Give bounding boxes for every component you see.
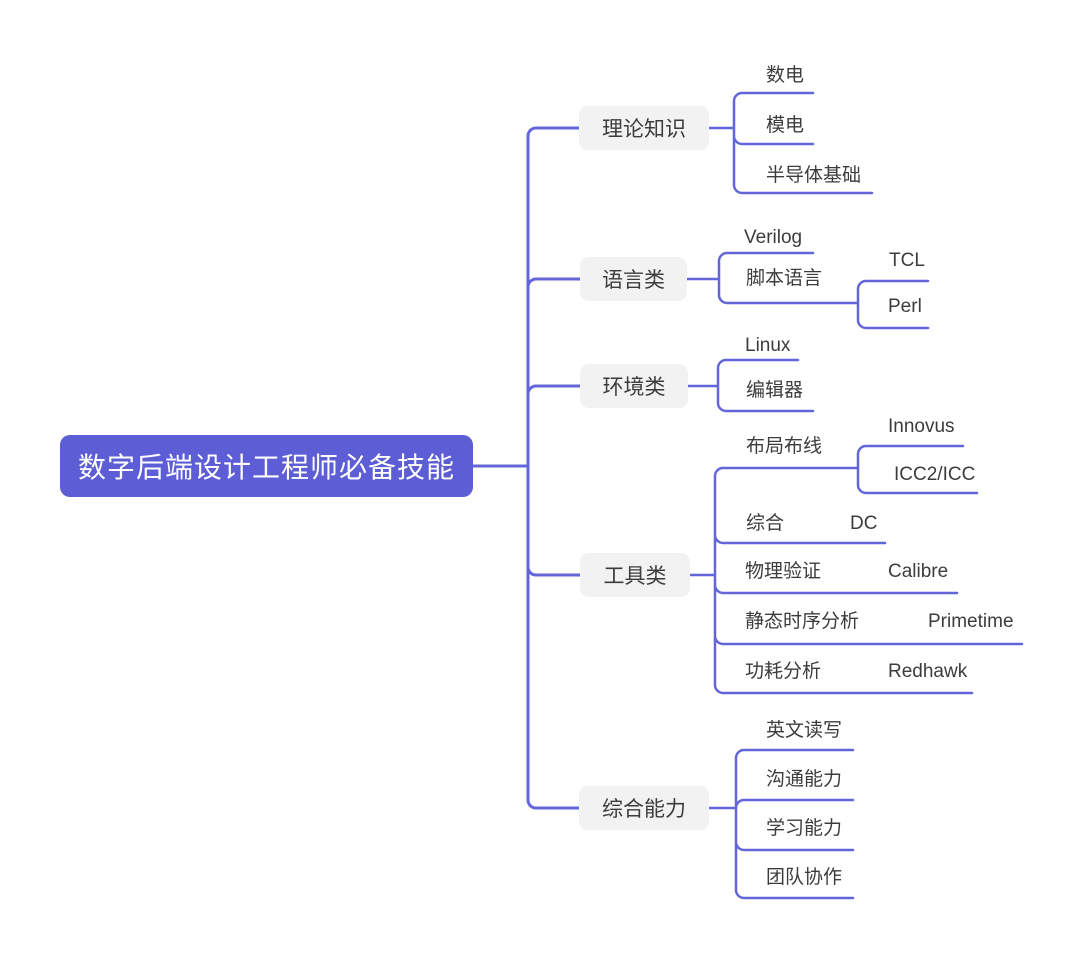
root-node[interactable]: 数字后端设计工程师必备技能 <box>60 435 473 497</box>
language-branch-connector <box>685 251 930 330</box>
topic-primetime[interactable]: Primetime <box>928 611 1014 632</box>
topic-icc2-icc[interactable]: ICC2/ICC <box>894 464 976 485</box>
topic-tcl[interactable]: TCL <box>889 250 925 271</box>
spine-connector <box>471 126 582 810</box>
environment-branch-connector <box>686 358 815 413</box>
topic-physical-verification[interactable]: 物理验证 <box>745 561 822 582</box>
topic-digital-electronics[interactable]: 数电 <box>766 65 805 86</box>
topic-linux[interactable]: Linux <box>745 335 791 356</box>
branch-languages[interactable]: 语言类 <box>580 257 687 301</box>
topic-analog-electronics[interactable]: 模电 <box>766 115 805 136</box>
branch-theory-knowledge[interactable]: 理论知识 <box>579 106 709 150</box>
topic-verilog[interactable]: Verilog <box>744 227 803 248</box>
topic-place-and-route[interactable]: 布局布线 <box>746 436 823 457</box>
branch-soft-skills[interactable]: 综合能力 <box>579 786 709 830</box>
theory-branch-connector <box>707 91 874 195</box>
topic-communication[interactable]: 沟通能力 <box>766 769 843 790</box>
topic-perl[interactable]: Perl <box>888 296 922 317</box>
topic-synthesis[interactable]: 综合 <box>746 513 785 534</box>
topic-redhawk[interactable]: Redhawk <box>888 661 968 682</box>
topic-english-reading-writing[interactable]: 英文读写 <box>766 720 843 741</box>
topic-teamwork[interactable]: 团队协作 <box>766 867 843 888</box>
topic-innovus[interactable]: Innovus <box>888 416 955 437</box>
tools-branch-connector <box>688 444 1024 695</box>
topic-calibre[interactable]: Calibre <box>888 561 949 582</box>
branch-tools[interactable]: 工具类 <box>580 553 690 597</box>
topic-dc[interactable]: DC <box>850 513 878 534</box>
topic-static-timing-analysis[interactable]: 静态时序分析 <box>745 611 860 632</box>
topic-scripting-language[interactable]: 脚本语言 <box>746 268 823 289</box>
topic-semiconductor-basics[interactable]: 半导体基础 <box>766 165 862 186</box>
soft-skills-branch-connector <box>702 748 855 900</box>
topic-editor[interactable]: 编辑器 <box>746 380 804 401</box>
topic-learning-ability[interactable]: 学习能力 <box>766 818 843 839</box>
topic-power-analysis[interactable]: 功耗分析 <box>745 661 822 682</box>
branch-environment[interactable]: 环境类 <box>580 364 688 408</box>
